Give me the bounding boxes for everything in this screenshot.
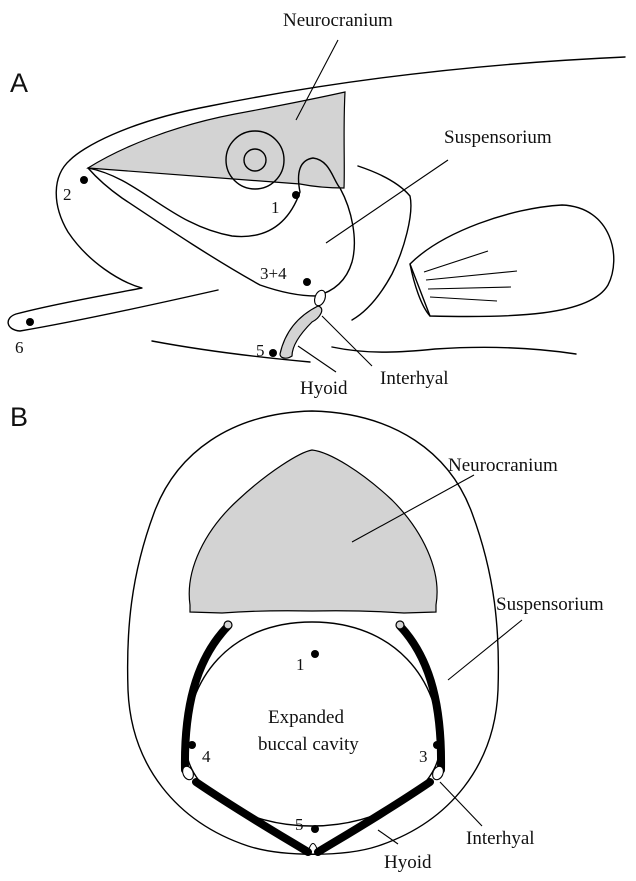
panel-b-letter: B <box>10 402 28 432</box>
hyoid-left <box>196 782 308 852</box>
hyoid-right <box>318 782 430 852</box>
head-outline <box>8 160 218 331</box>
num-2-a: 2 <box>63 185 72 204</box>
num-3-b: 3 <box>419 747 428 766</box>
hyoid-a <box>280 306 322 358</box>
leader-interhyal-b <box>440 782 482 826</box>
num-1-b: 1 <box>296 655 305 674</box>
label-neurocranium-b: Neurocranium <box>448 455 558 476</box>
point-2-a <box>80 176 88 184</box>
num-6-a: 6 <box>15 338 24 357</box>
num-34-a: 3+4 <box>260 264 287 283</box>
point-6-a <box>26 318 34 326</box>
pectoral-fin <box>410 205 614 317</box>
point-1-a <box>292 191 300 199</box>
label-hyoid-b: Hyoid <box>384 852 432 873</box>
label-interhyal-b: Interhyal <box>466 828 535 849</box>
operculum-line <box>352 166 411 320</box>
label-suspensorium-b: Suspensorium <box>496 594 604 615</box>
point-3-b <box>433 741 441 749</box>
num-4-b: 4 <box>202 747 211 766</box>
leader-interhyal-a <box>322 316 372 366</box>
panel-a: A <box>8 10 625 399</box>
label-cavity-line2: buccal cavity <box>258 734 359 755</box>
articulation-right <box>396 621 404 629</box>
label-neurocranium-a: Neurocranium <box>283 10 393 31</box>
num-5-a: 5 <box>256 341 265 360</box>
label-hyoid-a: Hyoid <box>300 378 348 399</box>
point-5-b <box>311 825 319 833</box>
label-suspensorium-a: Suspensorium <box>444 127 552 148</box>
point-34-a <box>303 278 311 286</box>
fin-ray <box>426 271 517 280</box>
point-4-b <box>188 741 196 749</box>
fin-base <box>410 264 430 316</box>
panel-a-letter: A <box>10 68 28 98</box>
panel-b: B Neurocranium Suspensorium Expand <box>10 402 604 873</box>
fin-ray <box>424 251 488 272</box>
leader-hyoid-a <box>298 346 336 372</box>
neurocranium-a <box>88 92 345 188</box>
fin-ray <box>430 297 497 301</box>
leader-suspensorium-b <box>448 620 522 680</box>
label-interhyal-a: Interhyal <box>380 368 449 389</box>
point-1-b <box>311 650 319 658</box>
label-cavity-line1: Expanded <box>268 707 344 728</box>
num-5-b: 5 <box>295 815 304 834</box>
point-5-a <box>269 349 277 357</box>
fin-ray <box>428 287 511 289</box>
interhyal-a <box>313 289 328 307</box>
gill-line <box>332 347 576 354</box>
neurocranium-b <box>189 450 437 613</box>
num-1-a: 1 <box>271 198 280 217</box>
articulation-left <box>224 621 232 629</box>
